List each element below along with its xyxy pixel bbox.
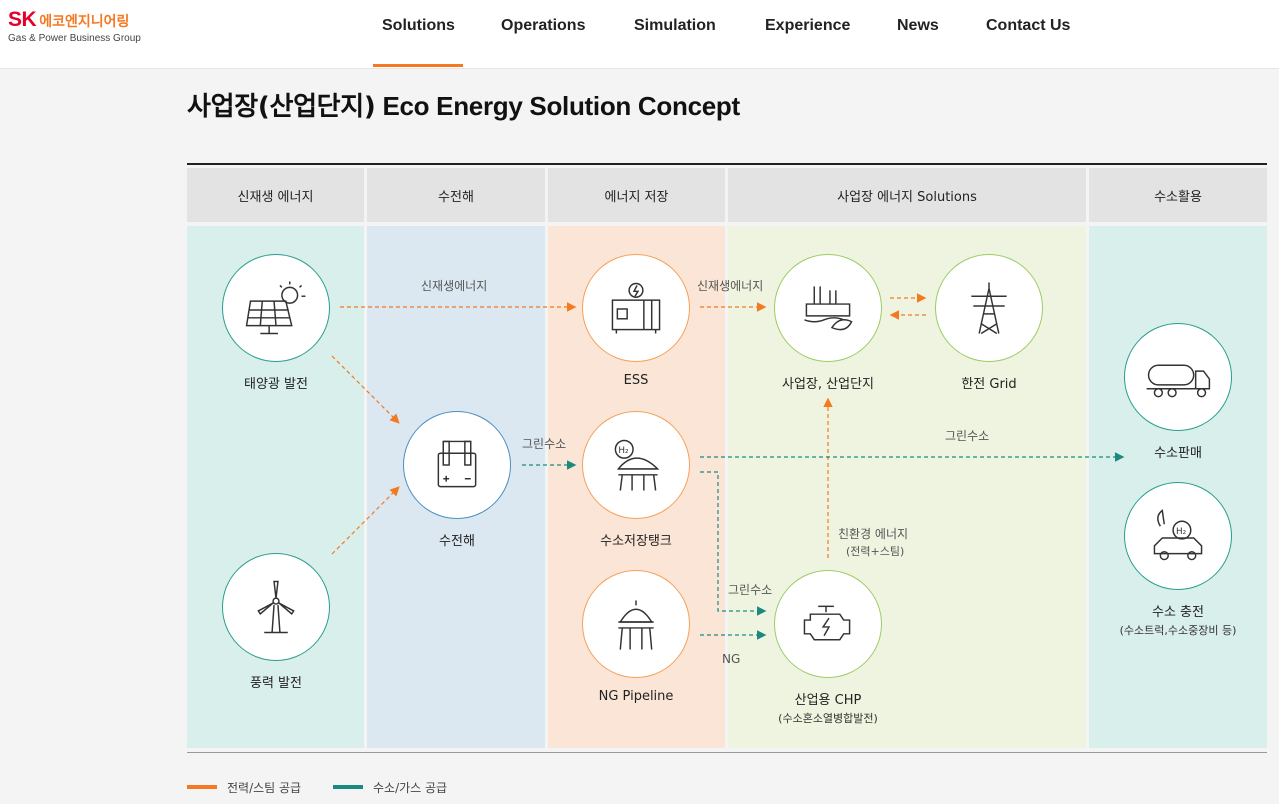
node-ess <box>582 254 690 362</box>
node-ng-pipeline <box>582 570 690 678</box>
arrow-tank-to-chp <box>700 471 767 616</box>
table-bottom-rule <box>187 752 1267 753</box>
gas-tank-icon <box>618 600 654 650</box>
nav-solutions[interactable]: Solutions <box>382 17 455 34</box>
label-ess: ESS <box>623 373 649 388</box>
node-grid <box>935 254 1043 362</box>
nav-news[interactable]: News <box>897 17 939 34</box>
hydrogen-tank-icon: H₂ <box>614 439 660 491</box>
nav-active-indicator <box>373 64 463 67</box>
tanker-truck-icon <box>1146 364 1211 398</box>
power-tower-icon <box>971 282 1007 335</box>
label-grid: 한전 Grid <box>961 377 1017 392</box>
legend-power-swatch <box>187 785 217 789</box>
svg-text:H₂: H₂ <box>618 446 628 456</box>
node-chp <box>774 570 882 678</box>
label-industrial: 사업장, 산업단지 <box>782 377 874 392</box>
factory-icon <box>804 286 853 331</box>
logo-sub: Gas & Power Business Group <box>8 33 141 44</box>
table-top-rule <box>187 163 1267 165</box>
column-header-solutions: 사업장 에너지 Solutions <box>728 168 1086 222</box>
label-ng-pipeline: NG Pipeline <box>598 689 674 704</box>
label-wind: 풍력 발전 <box>250 676 302 691</box>
page-title: 사업장(산업단지) Eco Energy Solution Concept <box>187 91 740 122</box>
wind-turbine-icon <box>257 580 295 634</box>
column-header-storage: 에너지 저장 <box>548 168 725 222</box>
logo-brand: SK <box>8 8 37 31</box>
legend-gas-label: 수소/가스 공급 <box>373 781 448 795</box>
label-h2-sale: 수소판매 <box>1154 446 1202 461</box>
label-h2-charge: 수소 충전 <box>1152 605 1204 620</box>
nav-contact-us[interactable]: Contact Us <box>986 17 1071 34</box>
node-electrolysis <box>403 411 511 519</box>
hydrogen-car-icon: H₂ <box>1153 509 1203 561</box>
flow-label-renewable-1: 신재생에너지 <box>421 279 488 293</box>
legend-power-label: 전력/스팀 공급 <box>227 781 302 795</box>
arrow-wind-to-electrolysis <box>331 486 400 555</box>
nav-operations[interactable]: Operations <box>501 17 586 34</box>
node-h2-tank: H₂ <box>582 411 690 519</box>
label-solar: 태양광 발전 <box>244 377 308 392</box>
nav-experience[interactable]: Experience <box>765 17 851 34</box>
column-header-electrolysis: 수전해 <box>367 168 545 222</box>
node-industrial <box>774 254 882 362</box>
node-h2-charge: H₂ <box>1124 482 1232 590</box>
nav-simulation[interactable]: Simulation <box>634 17 716 34</box>
node-h2-sale <box>1124 323 1232 431</box>
battery-storage-icon <box>611 282 661 334</box>
arrow-solar-to-electrolysis <box>331 355 400 424</box>
flow-label-ng: NG <box>722 652 741 666</box>
flow-label-green-hydrogen-2: 그린수소 <box>945 429 990 443</box>
solar-panel-icon <box>245 281 306 335</box>
svg-text:H₂: H₂ <box>1176 527 1186 537</box>
flow-label-green-hydrogen-1: 그린수소 <box>522 437 567 451</box>
column-header-renewable: 신재생 에너지 <box>187 168 364 222</box>
node-solar <box>222 254 330 362</box>
label-chp: 산업용 CHP <box>794 693 862 708</box>
label-h2-charge-sub: (수소트럭,수소중장비 등) <box>1119 624 1237 637</box>
flow-label-power-steam: (전력+스팀) <box>846 545 905 558</box>
flow-label-eco-energy: 친환경 에너지 <box>838 527 909 541</box>
label-electrolysis: 수전해 <box>439 534 475 549</box>
electrolyzer-icon <box>437 440 477 488</box>
label-chp-sub: (수소혼소열병합발전) <box>778 712 878 725</box>
node-wind <box>222 553 330 661</box>
flow-label-green-hydrogen-3: 그린수소 <box>728 583 773 597</box>
label-h2-tank: 수소저장탱크 <box>600 534 672 549</box>
legend-gas-swatch <box>333 785 363 789</box>
engine-icon <box>803 605 851 641</box>
column-header-hydrogen-use: 수소활용 <box>1089 168 1267 222</box>
logo-name: 에코엔지니어링 <box>39 14 130 30</box>
flow-label-renewable-2: 신재생에너지 <box>697 279 764 293</box>
